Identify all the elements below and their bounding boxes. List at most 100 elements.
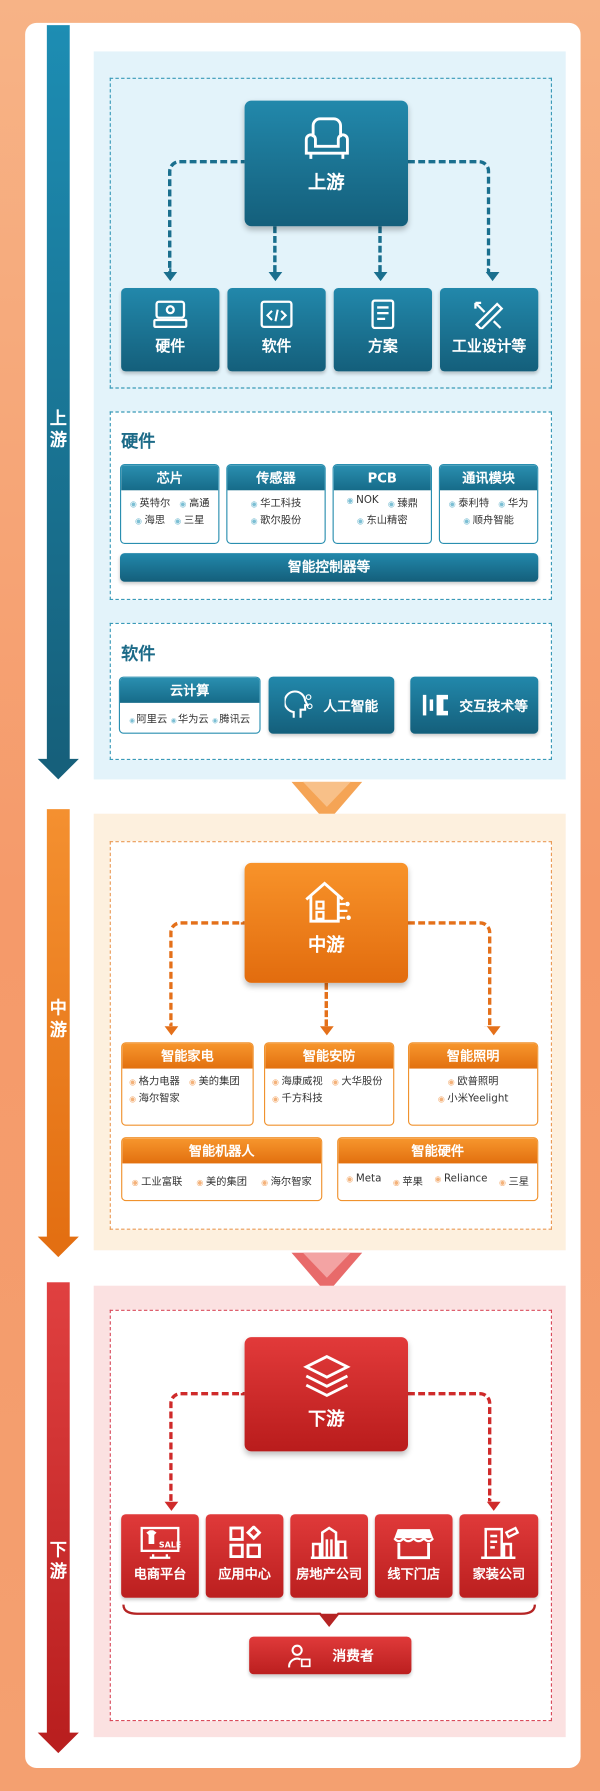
upstream-stage-arrow: 上游 — [37, 25, 79, 780]
company: 高通 — [179, 495, 210, 509]
company: 泰利特 — [449, 495, 489, 509]
card-smart-robot: 智能机器人 工业富联美的集团海尔智家 — [121, 1137, 323, 1202]
flow-chevron-icon — [291, 781, 363, 823]
card-comm-module: 通讯模块 泰利特华为顺舟智能 — [438, 463, 539, 544]
tile-offline-store: 线下门店 — [374, 1514, 453, 1598]
app-grid-icon — [229, 1525, 262, 1558]
consumer-node: 消费者 — [249, 1636, 412, 1675]
company: 海康威视 — [272, 1073, 323, 1088]
card-cloud: 云计算 阿里云华为云腾讯云 — [118, 676, 261, 734]
smart-home-icon — [304, 881, 351, 923]
card-title: 智能家电 — [122, 1043, 253, 1069]
company: 三星 — [174, 512, 205, 526]
tile-label: 房地产公司 — [296, 1565, 362, 1582]
connector — [273, 226, 277, 272]
ai-head-icon — [284, 690, 313, 718]
midstream-stage-arrow: 中游 — [37, 809, 79, 1258]
tile-ecommerce: SALE 电商平台 — [121, 1514, 199, 1598]
tile-home-decoration: 家装公司 — [459, 1514, 539, 1598]
downstream-stage-label: 下游 — [49, 1539, 67, 1582]
software-title: 软件 — [121, 643, 156, 664]
company: 格力电器 — [129, 1073, 180, 1088]
arrowhead — [373, 271, 388, 282]
tile-real-estate: 房地产公司 — [290, 1514, 368, 1598]
arrowhead — [164, 1501, 179, 1511]
connector — [169, 921, 245, 1027]
upstream-stage-label: 上游 — [49, 407, 67, 451]
connector — [407, 159, 491, 272]
pencil-ruler-icon — [474, 301, 504, 330]
company: 工业富联 — [132, 1174, 182, 1188]
company: 大华股份 — [332, 1073, 382, 1088]
brace-connector — [122, 1604, 536, 1627]
company: 美的集团 — [189, 1073, 240, 1088]
tile-app-center: 应用中心 — [205, 1514, 284, 1598]
card-title: 通讯模块 — [439, 465, 538, 491]
company: 歌尔股份 — [251, 512, 301, 526]
tile-label: 应用中心 — [218, 1565, 271, 1582]
card-title: 智能照明 — [409, 1043, 538, 1069]
hardware-title: 硬件 — [121, 430, 156, 452]
layers-icon — [302, 1354, 351, 1398]
downstream-stage-arrow: 下游 — [37, 1282, 79, 1754]
renovation-icon — [480, 1526, 519, 1559]
company: 海尔智家 — [129, 1090, 180, 1105]
tile-interaction: 交互技术等 — [410, 676, 539, 734]
company: 海思 — [135, 512, 166, 526]
arrowhead — [163, 271, 178, 282]
tile-software: 软件 — [227, 287, 326, 372]
storefront-icon — [393, 1529, 435, 1560]
company: 腾讯云 — [212, 711, 250, 725]
company: 臻鼎 — [388, 495, 418, 509]
company: 苹果 — [393, 1174, 423, 1188]
upstream-hub-label: 上游 — [307, 171, 345, 194]
midstream-hub-label: 中游 — [307, 933, 345, 956]
company: Meta — [346, 1174, 382, 1189]
tile-label: 电商平台 — [133, 1565, 187, 1582]
consumer-label: 消费者 — [332, 1647, 374, 1664]
upstream-overview-box — [109, 77, 552, 389]
tile-label: 线下门店 — [387, 1565, 440, 1582]
tile-hardware: 硬件 — [121, 287, 220, 372]
card-smart-hardware: 智能硬件 Meta 苹果 Reliance 三星 — [337, 1137, 539, 1202]
company: 顺舟智能 — [463, 512, 514, 526]
connector — [324, 982, 328, 1027]
smart-controller-bar: 智能控制器等 — [119, 553, 539, 582]
tile-ai: 人工智能 — [268, 676, 395, 734]
tile-label: 家装公司 — [472, 1565, 526, 1582]
company: 小米Yeelight — [438, 1090, 508, 1105]
arrowhead — [164, 1026, 179, 1036]
ecommerce-sale-icon: SALE — [140, 1526, 181, 1559]
tile-label: 工业设计等 — [451, 338, 527, 356]
card-pcb: PCB NOK臻鼎东山精密 — [332, 463, 432, 544]
company: Reliance — [434, 1174, 488, 1189]
card-title: 智能安防 — [265, 1043, 394, 1069]
tile-label: 人工智能 — [323, 697, 379, 714]
connector — [167, 159, 245, 272]
company: 海尔智家 — [261, 1174, 312, 1188]
document-icon — [371, 299, 395, 330]
company: 美的集团 — [196, 1174, 247, 1188]
card-title: 智能硬件 — [338, 1138, 538, 1164]
card-title: 芯片 — [121, 465, 219, 491]
tile-label: 硬件 — [155, 338, 186, 356]
company: 千方科技 — [272, 1090, 323, 1105]
card-title: PCB — [333, 465, 431, 491]
card-smart-appliance: 智能家电 格力电器美的集团海尔智家 — [121, 1042, 254, 1126]
company: 三星 — [499, 1174, 530, 1188]
downstream-hub-label: 下游 — [307, 1407, 345, 1430]
card-title: 传感器 — [227, 465, 325, 491]
arrowhead — [268, 271, 283, 282]
buildings-icon — [310, 1526, 348, 1559]
company: 英特尔 — [130, 495, 170, 509]
interaction-icon — [422, 694, 448, 716]
card-title: 智能机器人 — [122, 1138, 322, 1164]
midstream-hub: 中游 — [244, 862, 408, 983]
card-sensor: 传感器 华工科技歌尔股份 — [226, 463, 326, 544]
midstream-stage-label: 中游 — [49, 997, 67, 1040]
flow-chevron-icon — [291, 1252, 363, 1294]
tile-solution: 方案 — [333, 287, 432, 372]
company: 阿里云 — [129, 711, 167, 725]
connector — [169, 1391, 245, 1502]
